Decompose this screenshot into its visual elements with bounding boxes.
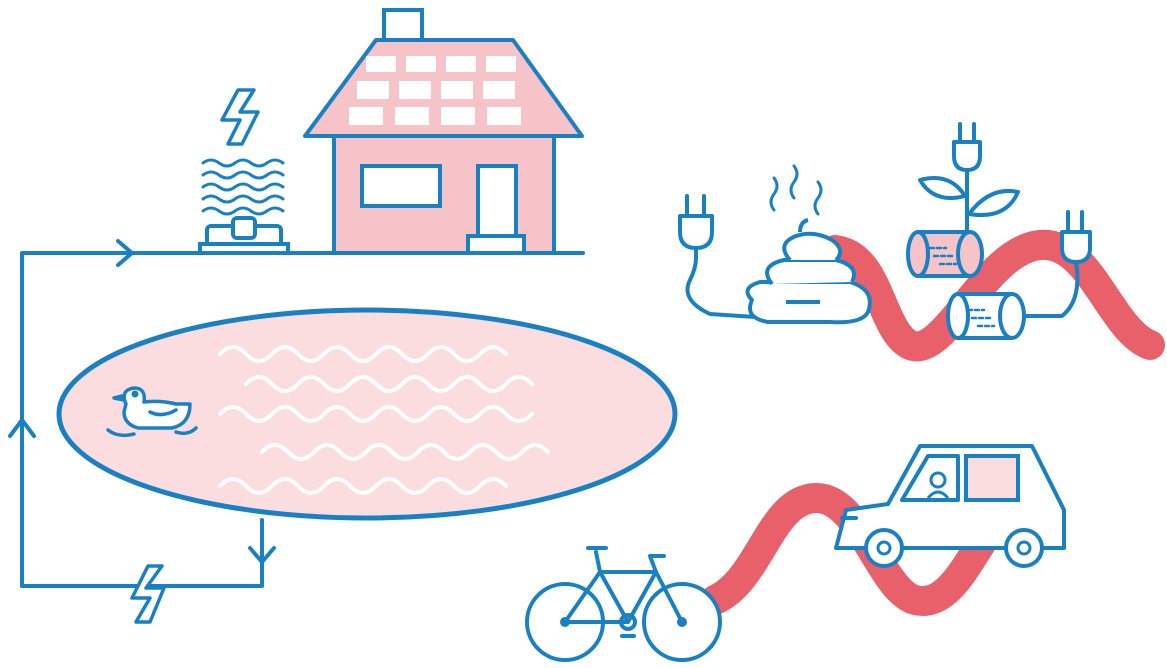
house-door: [478, 166, 516, 238]
log-icon: [908, 232, 982, 276]
wave-icon: [203, 160, 283, 214]
bicycle-icon: [527, 548, 720, 660]
lightning-bolt-icon: [132, 566, 164, 622]
manure-pile-icon: [748, 220, 870, 322]
house-icon: [305, 10, 582, 253]
solar-panel-icon: [305, 40, 582, 136]
pond-icon: [59, 310, 675, 518]
water-turbine-icon: [200, 90, 288, 253]
plant-sprout-icon: [920, 124, 1018, 236]
house-window: [362, 166, 440, 206]
log-icon: [948, 294, 1024, 338]
car-icon: [836, 446, 1064, 566]
lightning-bolt-icon: [222, 90, 258, 144]
steam-icon: [771, 166, 821, 214]
house-step: [468, 236, 524, 253]
